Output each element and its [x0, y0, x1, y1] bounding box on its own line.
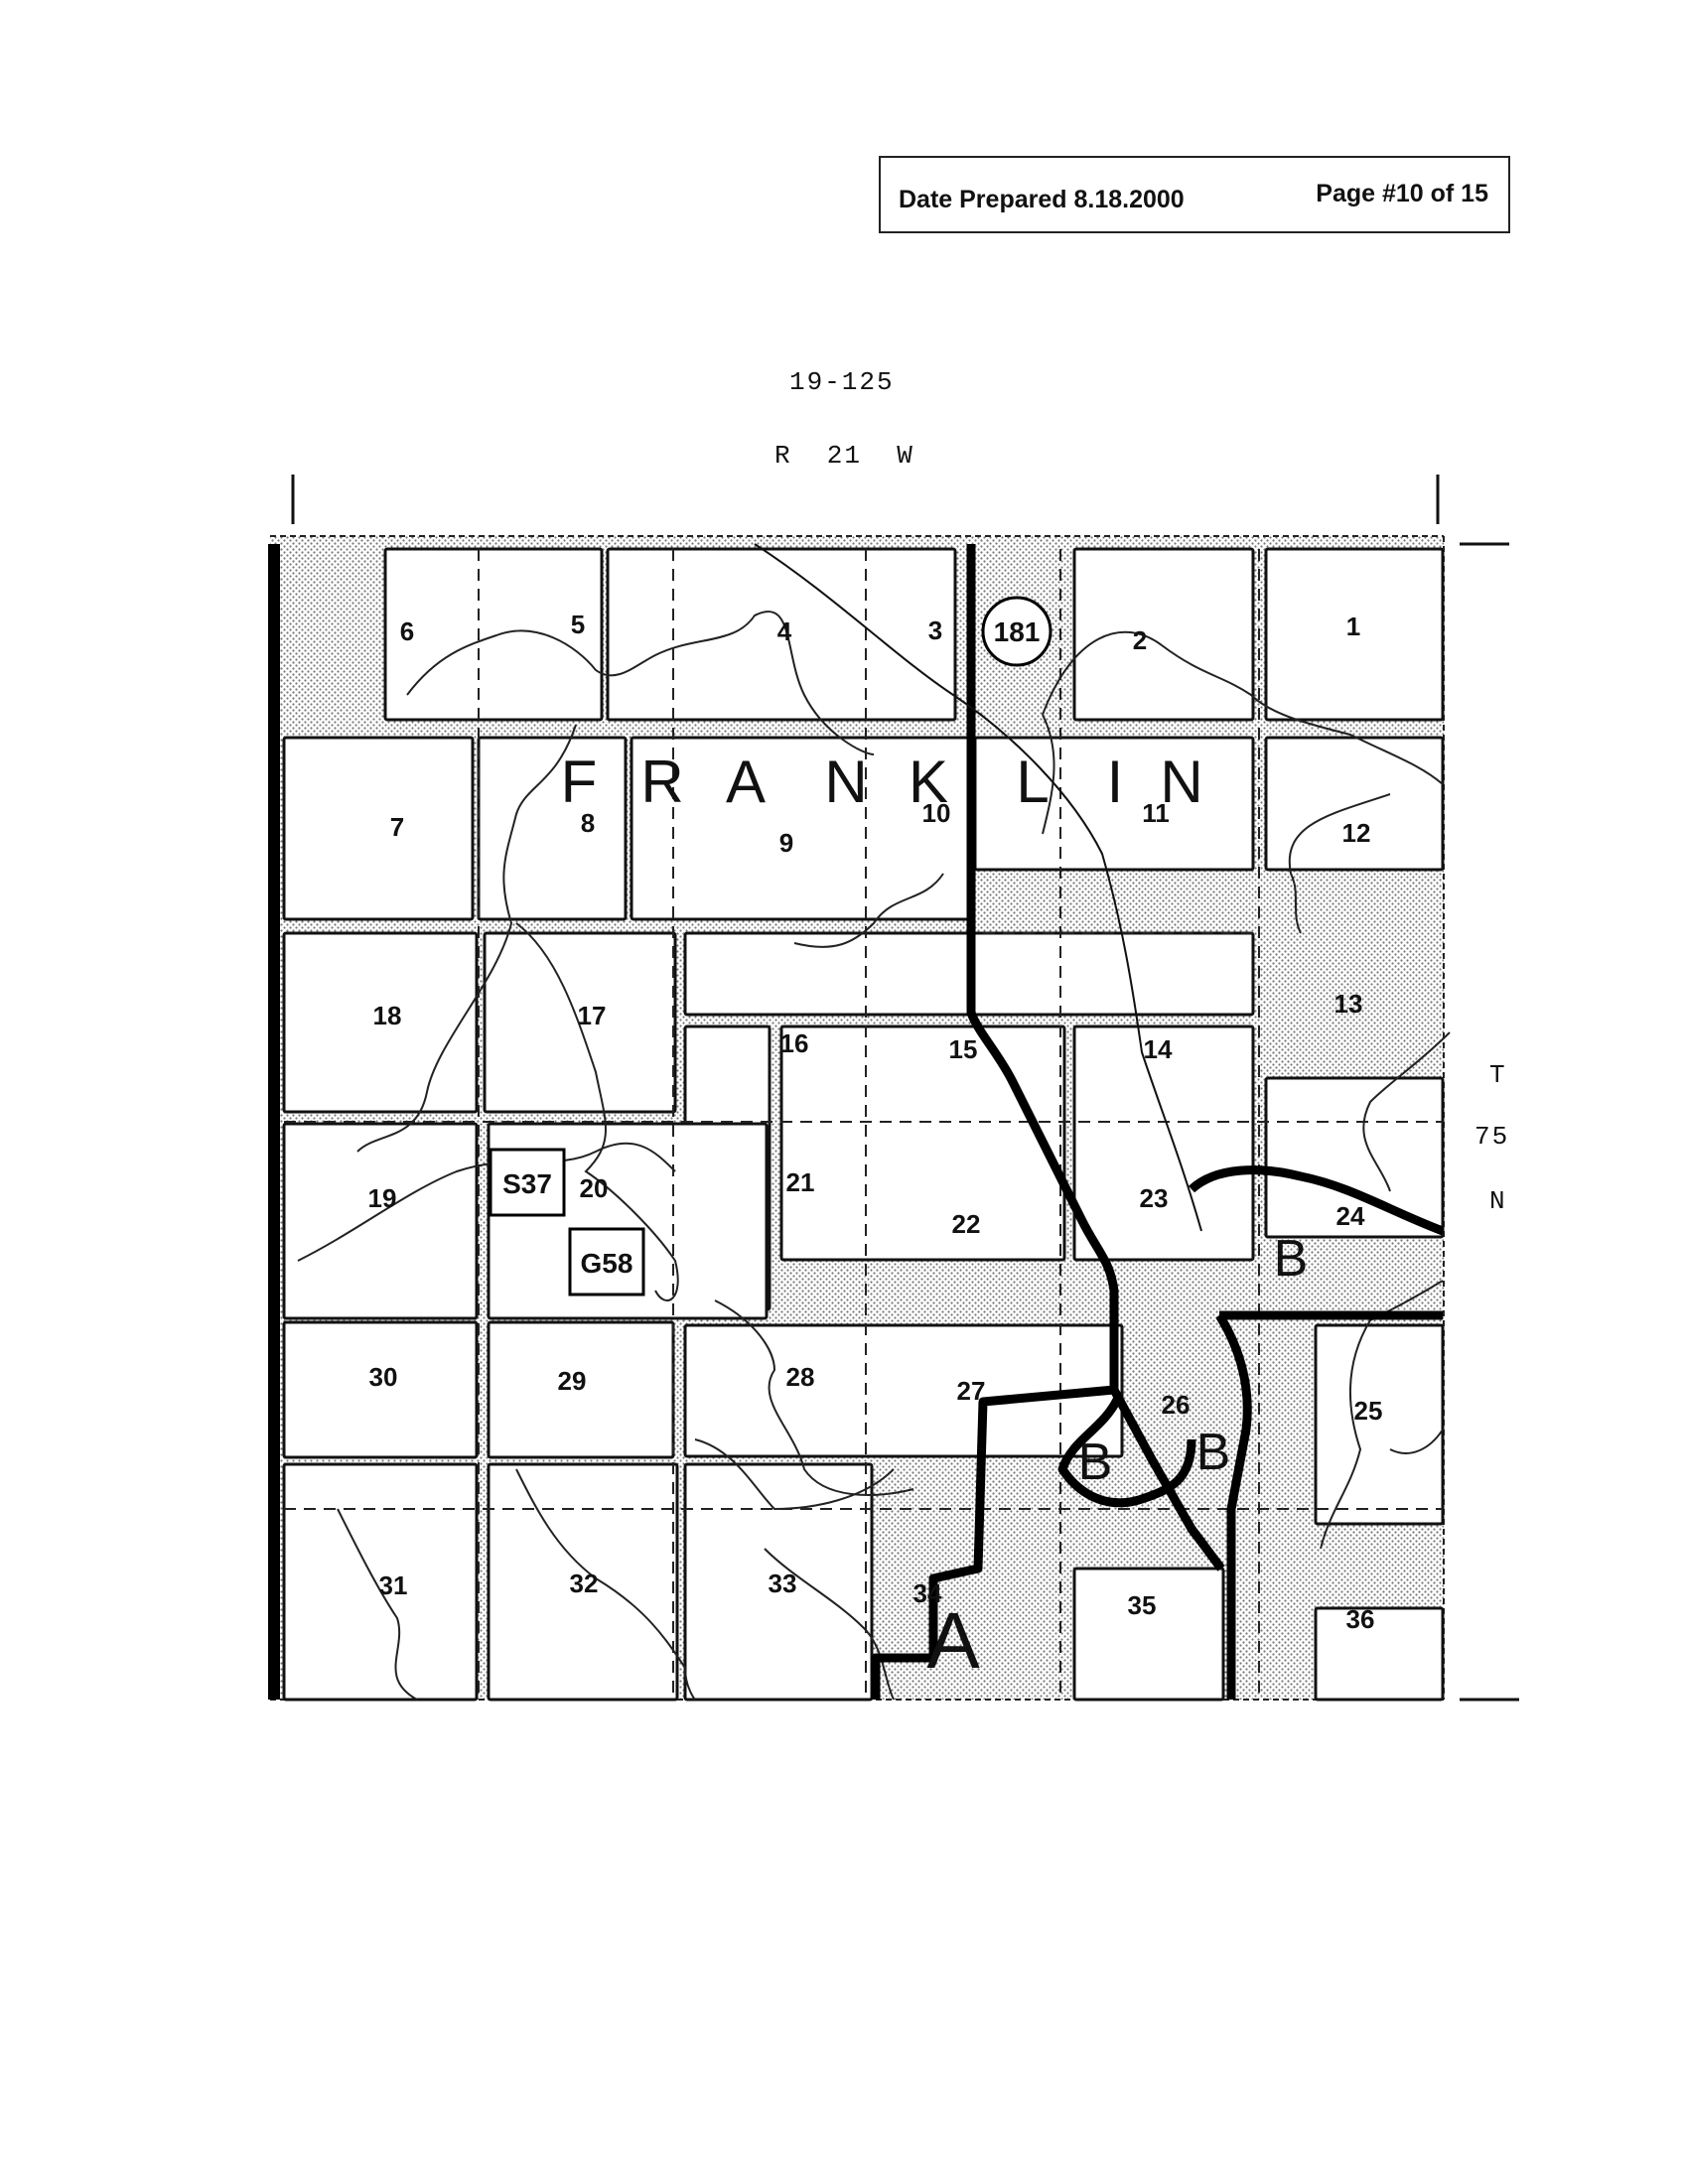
page-number: Page #10 of 15	[1316, 180, 1488, 207]
date-prepared: Date Prepared 8.18.2000	[899, 186, 1185, 213]
section-number: 5	[571, 610, 585, 639]
range-label: R 21 W	[774, 441, 914, 471]
township-letter-i: I	[1107, 749, 1124, 815]
header-box: Date Prepared 8.18.2000 Page #10 of 15	[879, 156, 1510, 233]
boxed-label: G58	[581, 1248, 633, 1279]
section-number: 24	[1336, 1201, 1365, 1231]
section-number: 32	[570, 1569, 599, 1598]
section-number: 12	[1342, 818, 1371, 848]
boxed-label-s37: S37	[489, 1148, 566, 1217]
section-number: 9	[779, 828, 793, 858]
section-number: 17	[578, 1001, 607, 1030]
section-number: 19	[368, 1183, 397, 1213]
section-number: 6	[400, 616, 414, 646]
section-number: 27	[957, 1376, 986, 1406]
township-letter-l: L	[1016, 749, 1049, 815]
township-direction: N	[1489, 1186, 1507, 1216]
area-label-b: B	[1196, 1424, 1231, 1481]
section-number: 4	[777, 616, 792, 646]
section-number: 1	[1346, 612, 1360, 641]
section-number: 10	[922, 798, 951, 828]
section-number: 36	[1346, 1604, 1375, 1634]
section-number: 2	[1133, 625, 1147, 655]
section-lines	[284, 549, 1443, 1700]
route-shield: 181	[981, 596, 1052, 667]
section-number: 22	[952, 1209, 981, 1239]
section-number: 33	[769, 1569, 797, 1598]
highway	[871, 544, 1445, 1700]
section-number: 31	[379, 1570, 408, 1600]
area-label-b: B	[1274, 1230, 1309, 1288]
township-number: 75	[1474, 1122, 1510, 1152]
west-boundary	[268, 544, 280, 1700]
section-number: 11	[1142, 798, 1170, 828]
section-number: 25	[1354, 1396, 1383, 1426]
township-letter-r: R	[640, 749, 683, 815]
township-letter-n2: N	[1160, 749, 1202, 815]
railroad	[754, 543, 1202, 1232]
boxed-label-g58: G58	[568, 1227, 645, 1297]
section-number: 20	[580, 1173, 609, 1203]
township-name: F R A N K L I N	[561, 749, 1203, 815]
township-letter-k: K	[909, 749, 948, 815]
section-number: 34	[913, 1578, 942, 1608]
section-number: 21	[786, 1167, 815, 1197]
area-labels: B B B A	[926, 1230, 1308, 1685]
section-number: 15	[949, 1034, 978, 1064]
township-letter: T	[1489, 1060, 1507, 1090]
section-number: 7	[390, 812, 404, 842]
area-label-b: B	[1078, 1433, 1113, 1491]
township-letter-n: N	[824, 749, 867, 815]
section-number: 13	[1334, 989, 1363, 1019]
section-number: 26	[1162, 1390, 1191, 1420]
section-number: 8	[581, 808, 595, 838]
township-letter-f: F	[561, 749, 598, 815]
township-letter-a: A	[726, 749, 766, 815]
section-number: 3	[928, 615, 942, 645]
section-number: 30	[369, 1362, 398, 1392]
section-number: 35	[1128, 1590, 1157, 1620]
section-number: 16	[780, 1028, 809, 1058]
route-shield-label: 181	[994, 616, 1041, 647]
section-number: 23	[1140, 1183, 1169, 1213]
area-label-a: A	[926, 1596, 980, 1685]
section-number: 18	[373, 1001, 402, 1030]
map-id: 19-125	[789, 367, 895, 397]
section-numbers: 1 2 3 4 5 6 7 8 9 10 11 12 13 14 15 16 1…	[368, 610, 1383, 1634]
section-number: 28	[786, 1362, 815, 1392]
section-number: 14	[1144, 1034, 1173, 1064]
boxed-label: S37	[502, 1168, 552, 1199]
section-number: 29	[558, 1366, 587, 1396]
